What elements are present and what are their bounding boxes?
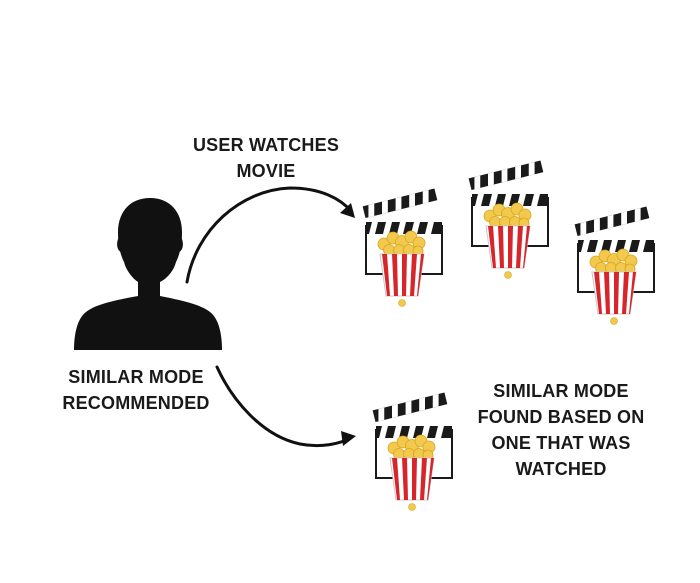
user-silhouette-icon: [74, 198, 222, 350]
label-line: RECOMMENDED: [62, 393, 210, 413]
label-similar-mode-recommended: SIMILAR MODE RECOMMENDED: [46, 364, 226, 416]
arrowhead-watched: [340, 203, 355, 218]
label-line: SIMILAR MODE: [68, 367, 204, 387]
label-user-watches-movie: USER WATCHES MOVIE: [176, 132, 356, 184]
arrow-to-recommended-movie: [215, 365, 352, 448]
label-line: SIMILAR MODE: [493, 381, 629, 401]
movie-clapper-popcorn-icon-1: [361, 187, 443, 308]
label-line: WATCHED: [515, 459, 607, 479]
label-line: MOVIE: [236, 161, 296, 181]
movie-clapper-popcorn-icon-2: [467, 159, 549, 280]
label-similar-mode-found: SIMILAR MODE FOUND BASED ON ONE THAT WAS…: [466, 378, 656, 482]
label-line: FOUND BASED ON: [477, 407, 645, 427]
arrow-to-watched-movie: [185, 186, 354, 284]
label-line: USER WATCHES: [192, 135, 340, 155]
label-line: ONE THAT WAS: [491, 433, 631, 453]
arrowhead-recommended: [341, 431, 356, 446]
movie-clapper-popcorn-icon-recommended: [371, 391, 453, 512]
movie-clapper-popcorn-icon-3: [573, 205, 655, 326]
